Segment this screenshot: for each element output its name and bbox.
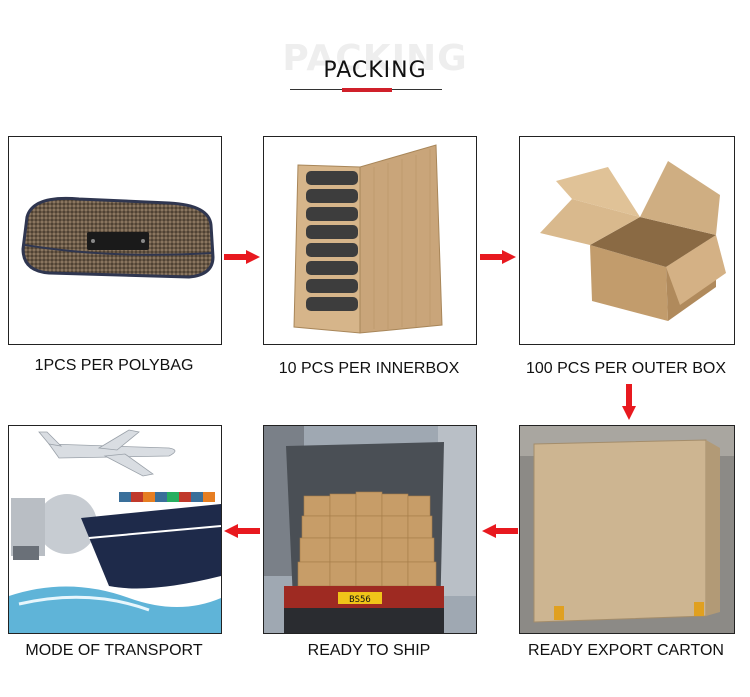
arrow-left-icon	[482, 524, 518, 538]
truck-plate: BS56	[349, 595, 371, 605]
export-carton-image	[519, 425, 735, 634]
step-caption-mode-of-transport: MODE OF TRANSPORT	[25, 642, 203, 659]
section-title: PACKING	[323, 58, 427, 83]
title-underline-accent	[342, 88, 392, 92]
polybag-image	[8, 136, 222, 345]
arrow-right-icon	[480, 250, 516, 264]
step-caption-polybag: 1PCS PER POLYBAG	[34, 357, 194, 374]
arrow-down-icon	[622, 384, 636, 420]
container-image: BS56	[263, 425, 477, 634]
section-ghost-title: PACKING	[282, 38, 468, 79]
step-caption-ready-to-ship: READY TO SHIP	[307, 642, 431, 659]
step-caption-innerbox: 10 PCS PER INNERBOX	[278, 360, 460, 377]
innerbox-image	[263, 136, 477, 345]
step-caption-outerbox: 100 PCS PER OUTER BOX	[525, 360, 727, 377]
arrow-right-icon	[224, 250, 260, 264]
step-caption-export-carton: READY EXPORT CARTON	[528, 642, 724, 659]
arrow-left-icon	[224, 524, 260, 538]
outerbox-image	[519, 136, 735, 345]
transport-image	[8, 425, 222, 634]
